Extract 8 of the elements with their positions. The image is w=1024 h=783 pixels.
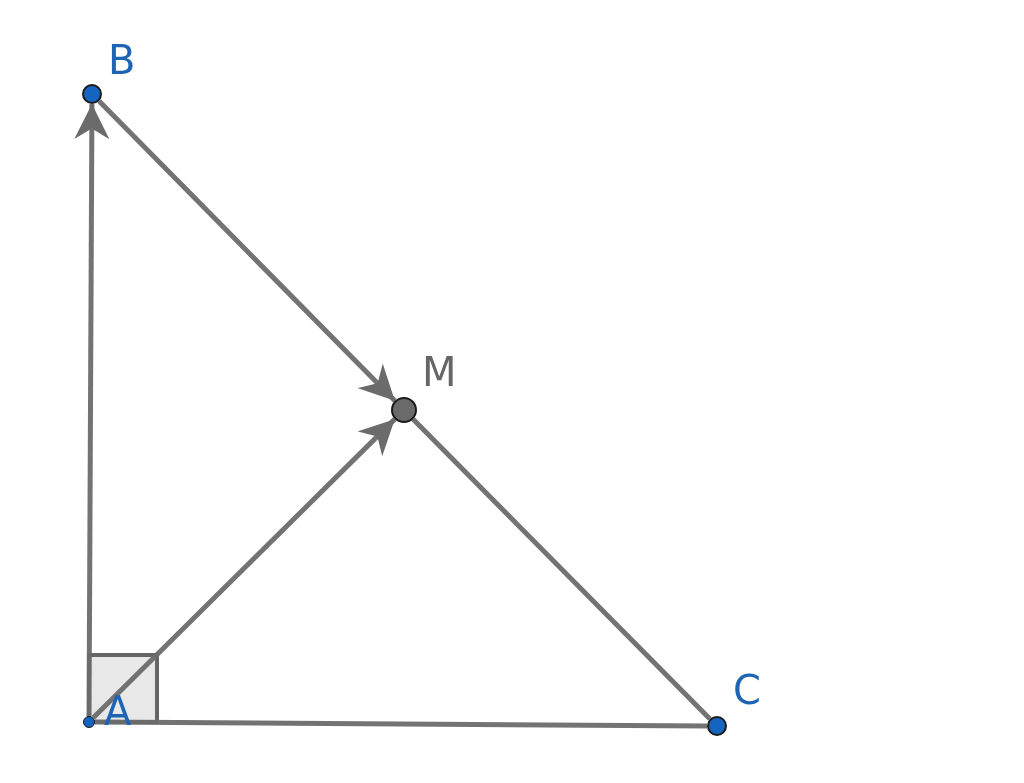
arrow bbox=[91, 417, 397, 720]
point-label: M bbox=[422, 352, 457, 392]
line-segment bbox=[95, 719, 707, 729]
arrow bbox=[97, 99, 397, 403]
line-segment bbox=[411, 417, 712, 721]
arrow bbox=[74, 104, 110, 716]
point-label: B bbox=[108, 40, 136, 80]
point-label: C bbox=[733, 670, 761, 710]
